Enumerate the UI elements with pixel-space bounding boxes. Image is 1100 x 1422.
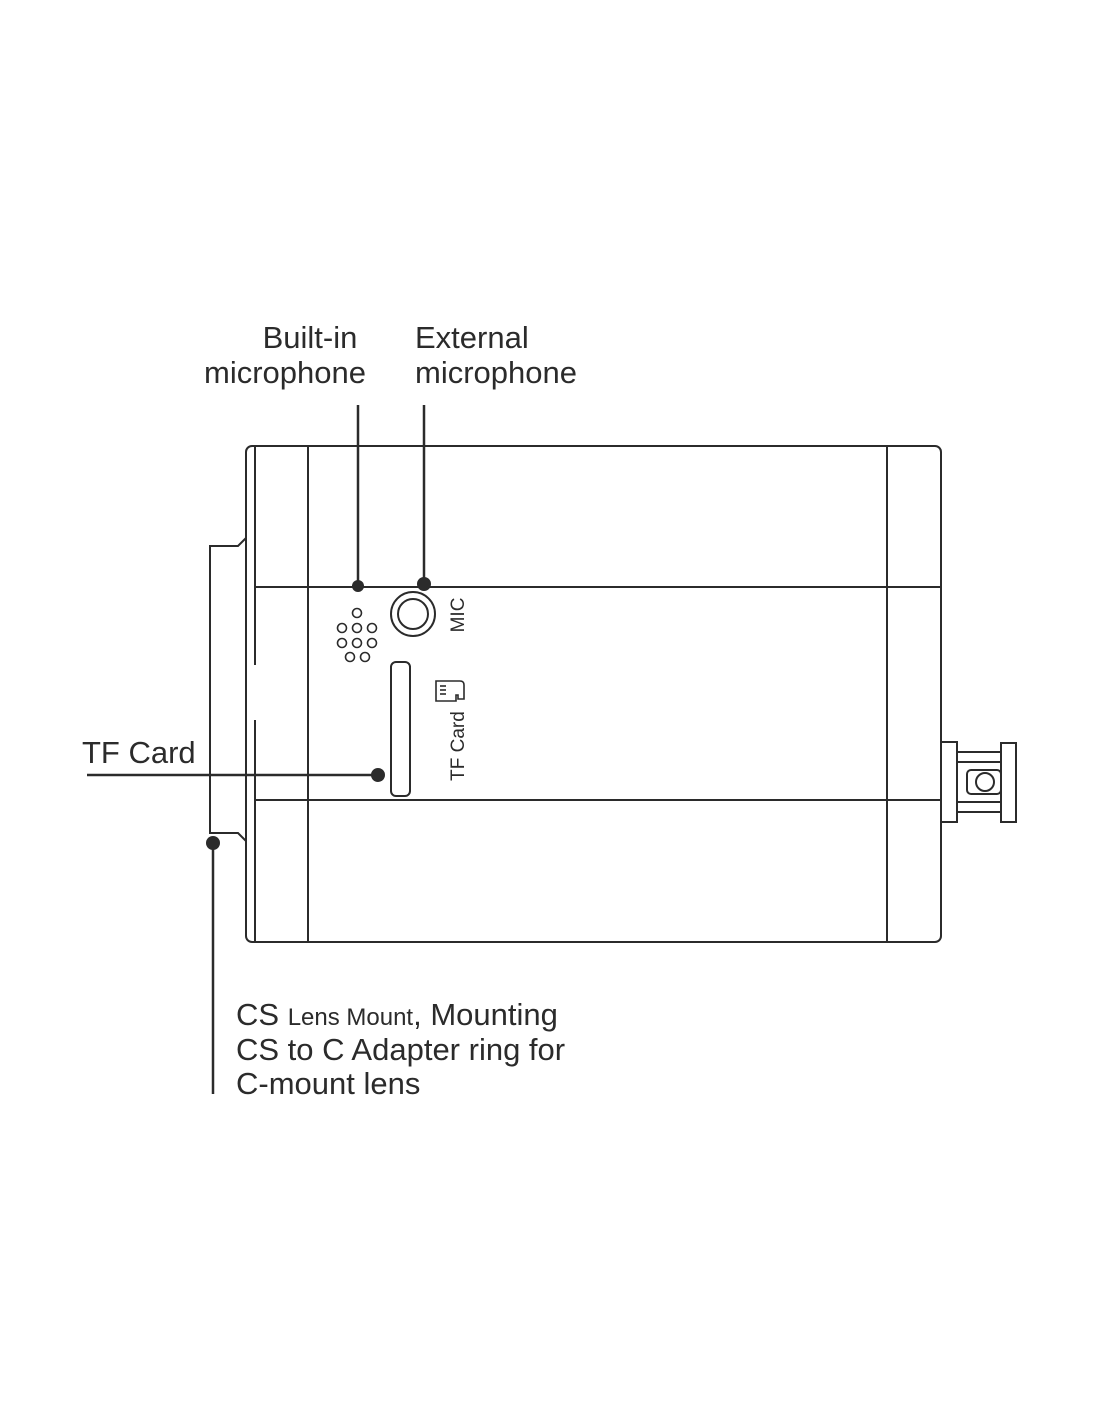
camera-body — [245, 445, 942, 943]
bnc-connector — [940, 741, 1017, 823]
tf-card-dot — [371, 768, 385, 782]
external-mic-dot — [417, 577, 431, 591]
leader-lines — [87, 405, 426, 1094]
builtin-mic-holes-icon — [336, 607, 378, 663]
builtin-mic-label: Built-in microphone — [204, 320, 366, 390]
mic-jack — [390, 591, 436, 637]
mic-port-marking: MIC — [448, 598, 469, 633]
leader-dots — [206, 577, 431, 850]
lens-mount — [209, 537, 247, 842]
lens-mount-label: CS Lens Mount, Mounting CS to C Adapter … — [236, 997, 574, 1101]
tf-card-label: TF Card — [82, 735, 196, 770]
tf-slot-marking: TF Card — [448, 711, 469, 781]
external-mic-label: External microphone — [415, 320, 577, 390]
builtin-mic-dot — [352, 580, 364, 592]
microsd-card-icon — [435, 680, 465, 702]
tf-card-slot — [390, 661, 411, 797]
lens-mount-dot — [206, 836, 220, 850]
